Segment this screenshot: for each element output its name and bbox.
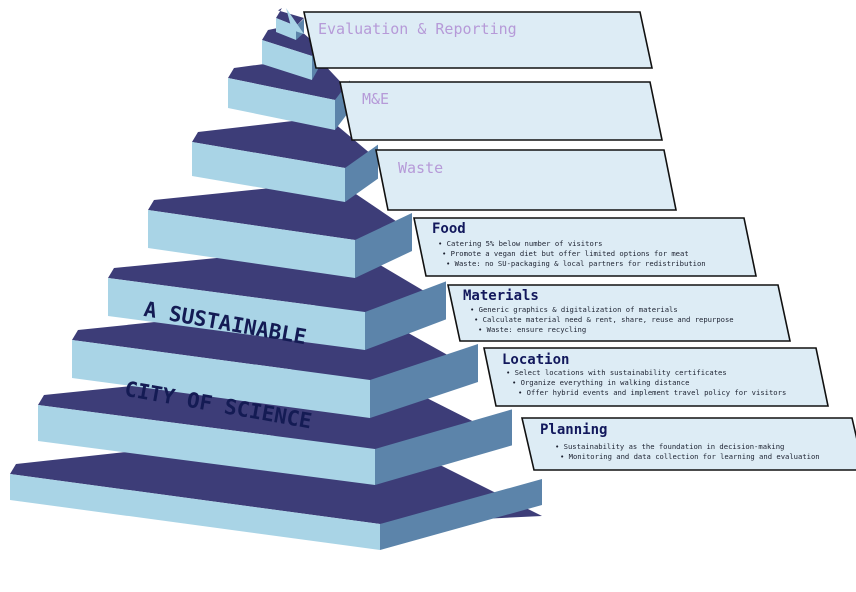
bullet-list: Select locations with sustainability cer… [506,368,787,398]
layer-title: Location [502,352,570,368]
tier-side-face [380,479,542,550]
bullet-item: Waste: ensure recycling [470,325,734,335]
layer-panel [375,149,677,211]
tier-front-face [72,340,370,418]
tier-front-face [192,142,345,202]
tier-side-face [365,281,446,350]
tier-side-face [345,144,378,202]
tier-front-face [148,210,355,278]
tier-front-face [38,405,375,485]
tier-side-face [375,409,512,485]
pyramid-shapes [10,8,856,550]
tier-shadow [262,24,320,56]
tier-front-face [10,474,380,550]
tier-shadow [192,117,378,168]
bullet-item: Waste: no SU-packaging & local partners … [438,259,706,269]
bullet-item: Organize everything in walking distance [506,378,786,388]
bullet-item: Monitoring and data collection for learn… [555,452,820,462]
bullet-list: Sustainability as the foundation in deci… [555,442,820,462]
bullet-item: Sustainability as the foundation in deci… [555,442,820,452]
layer-panel [303,11,653,69]
tier-front-face [228,78,335,130]
tier-front-face [262,40,312,80]
layer-title: Waste [398,159,444,177]
layer-title: Evaluation & Reporting [318,20,517,38]
bullet-list: Catering 5% below number of visitors Pro… [438,239,706,269]
layer-title: Materials [463,288,539,304]
pyramid-apex [286,8,304,34]
tier-front-face [108,278,365,350]
layer-title: Planning [540,422,608,438]
layer-panel [339,81,663,141]
tier-side-face [355,213,412,278]
bullet-list: Generic graphics & digitalization of mat… [470,305,734,335]
bullet-item: Offer hybrid events and implement travel… [506,388,787,398]
layer-title: M&E [362,90,390,108]
bullet-item: Catering 5% below number of visitors [438,239,706,249]
bullet-item: Promote a vegan diet but offer limited o… [438,249,706,259]
tier-side-face [370,344,478,418]
tier-front-face [276,18,296,40]
bullet-item: Select locations with sustainability cer… [506,368,786,378]
layer-title: Food [432,221,466,237]
bullet-item: Calculate material need & rent, share, r… [470,315,734,325]
bullet-item: Generic graphics & digitalization of mat… [470,305,734,315]
